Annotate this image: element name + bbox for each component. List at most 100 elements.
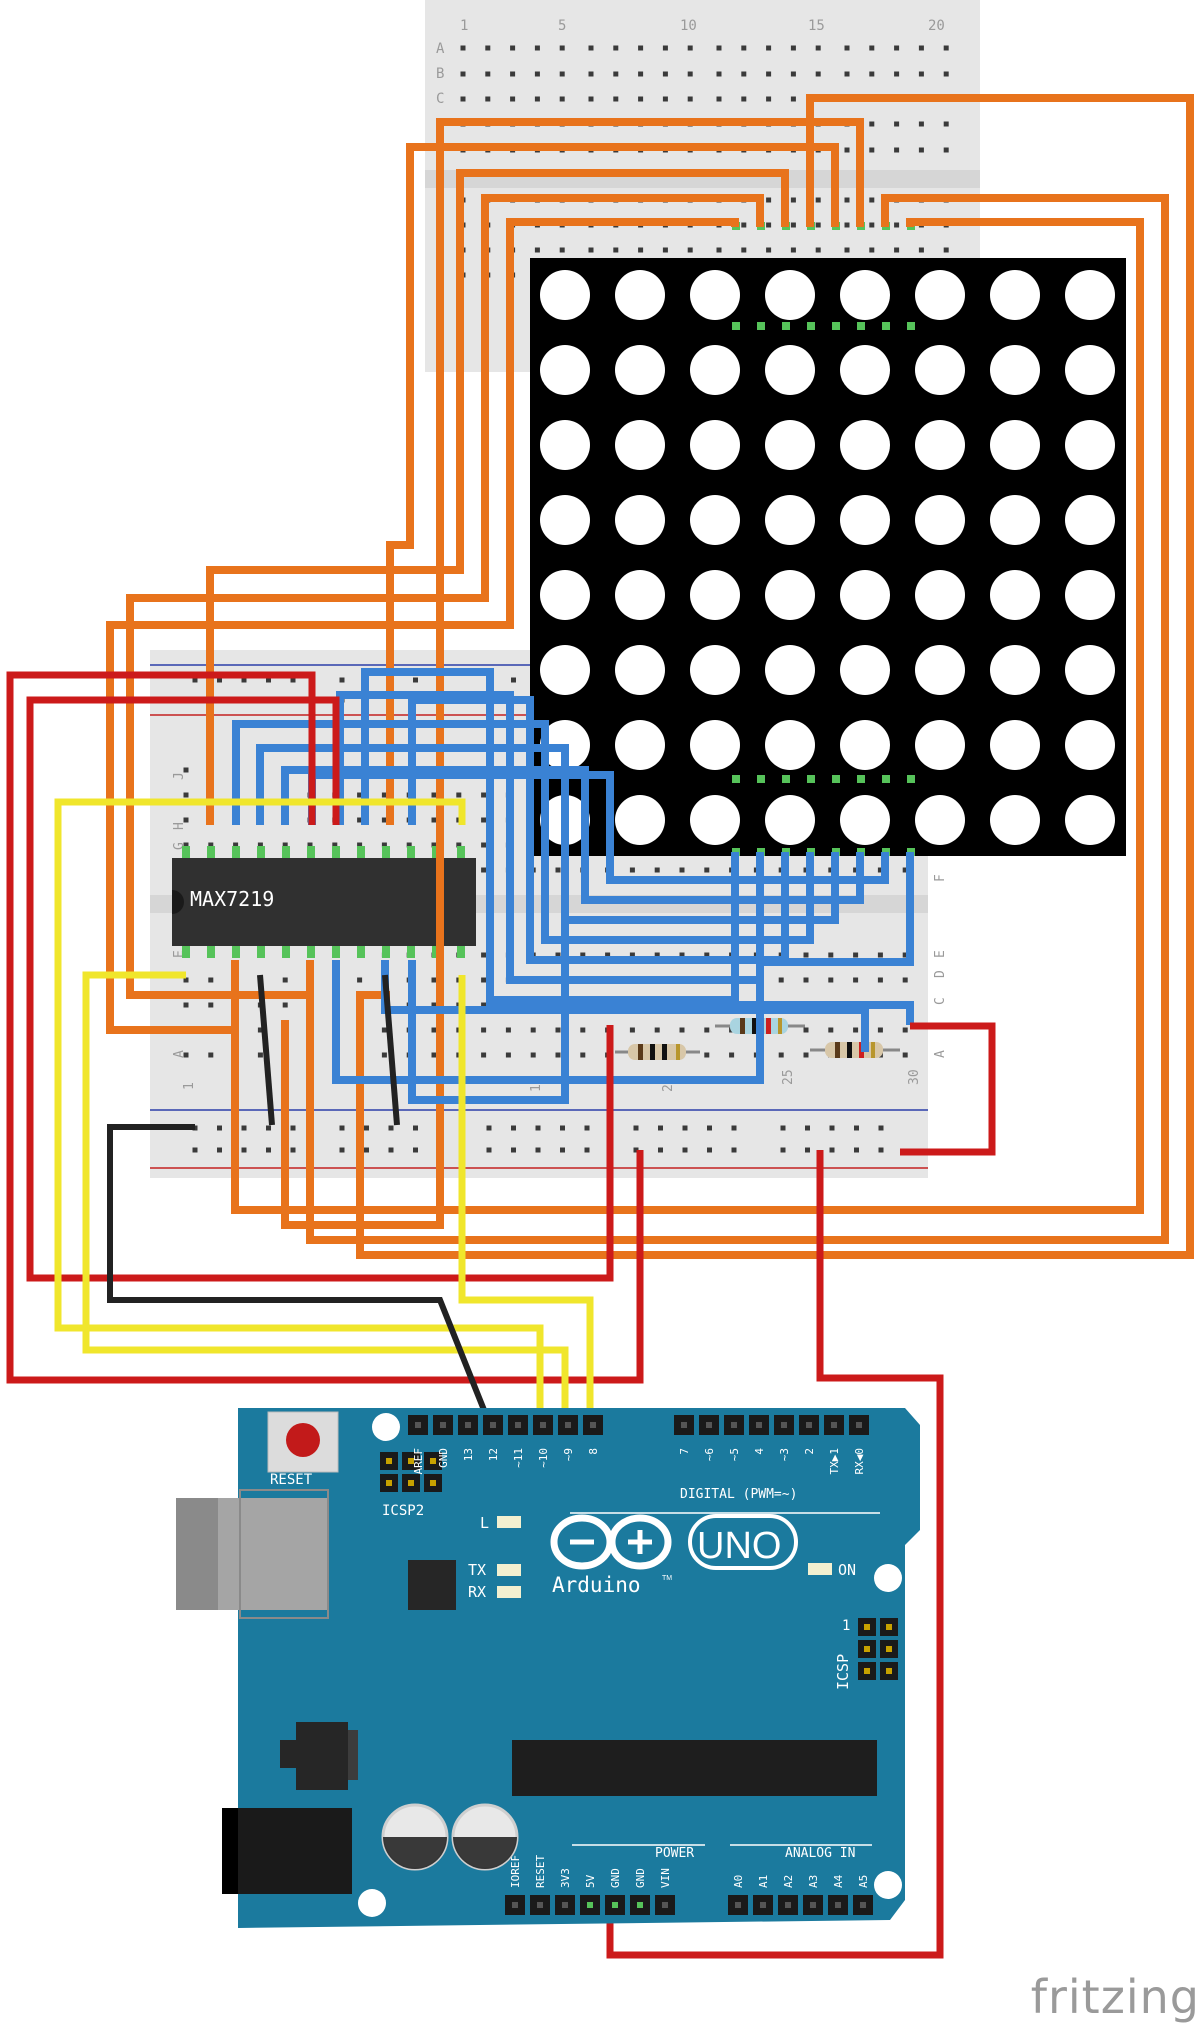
breadboard-hole	[406, 842, 412, 848]
rail-hole	[658, 1147, 663, 1153]
wire-orange	[231, 218, 1144, 1214]
breadboard-hole	[431, 1027, 437, 1033]
breadboard-hole	[555, 867, 561, 873]
max7219-chip: MAX7219	[172, 846, 476, 958]
logo-brand: Arduino	[552, 1573, 641, 1597]
header-hole	[637, 1902, 643, 1908]
led-dot	[540, 345, 590, 395]
breadboard-hole	[790, 222, 796, 228]
chip-pin	[307, 846, 315, 858]
led-dot	[990, 795, 1040, 845]
led-dot	[690, 645, 740, 695]
wire-red	[900, 1022, 996, 1156]
breadboard-hole	[877, 1027, 883, 1033]
chip-pin	[182, 946, 190, 958]
breadboard-hole	[902, 977, 908, 983]
breadboard-hole	[729, 1052, 735, 1058]
wire-blue	[281, 766, 864, 904]
rail-hole	[829, 1125, 835, 1131]
breadboard-hole	[357, 842, 363, 848]
header-hole	[590, 1422, 596, 1428]
wire-yellow	[458, 975, 594, 1430]
led-dot	[765, 345, 815, 395]
mount-hole	[874, 1564, 902, 1592]
breadboard-hole	[505, 1052, 511, 1058]
rail-hole	[241, 1147, 247, 1153]
chip-pin	[282, 946, 290, 958]
main-bb-colnum: 1	[182, 1082, 197, 1090]
rail-hole	[731, 1125, 737, 1131]
breadboard-hole	[555, 952, 561, 958]
power-pin-label: RESET	[534, 1855, 547, 1888]
breadboard-hole	[943, 147, 949, 153]
wire-orange	[106, 218, 739, 1034]
chip-pin	[232, 946, 240, 958]
rail-hole	[364, 1147, 369, 1153]
led-dot	[990, 270, 1040, 320]
rail-hole	[584, 1125, 590, 1131]
breadboard-hole	[853, 977, 859, 983]
header-hole	[860, 1902, 866, 1908]
breadboard-hole	[431, 1002, 437, 1008]
arduino-logo	[550, 1514, 798, 1570]
breadboard-hole	[918, 121, 924, 127]
breadboard-hole	[943, 247, 949, 253]
breadboard-hole	[431, 792, 437, 798]
breadboard-hole	[869, 222, 875, 228]
breadboard-hole	[431, 977, 437, 983]
icsp-pin-gold	[864, 1646, 870, 1652]
breadboard-hole	[894, 147, 900, 153]
led-dot	[690, 570, 740, 620]
header-hole	[735, 1902, 741, 1908]
breadboard-hole	[741, 222, 747, 228]
icsp-pin-gold	[864, 1668, 870, 1674]
header-hole	[785, 1902, 791, 1908]
breadboard-hole	[481, 1027, 487, 1033]
rail-hole	[413, 677, 418, 683]
digital-pin-label: ~3	[778, 1448, 791, 1461]
rail-hole	[486, 1147, 492, 1153]
breadboard-hole	[183, 977, 189, 983]
breadboard-hole	[460, 71, 466, 77]
breadboard-hole	[790, 45, 796, 51]
led-dot	[1065, 795, 1115, 845]
breadboard-hole	[662, 247, 668, 253]
rail-hole	[633, 1125, 639, 1131]
digital-pin-label: ~10	[537, 1448, 550, 1468]
reset-button[interactable]	[267, 1411, 339, 1473]
led-l	[497, 1516, 521, 1528]
header-hole	[810, 1902, 816, 1908]
breadboard-hole	[662, 45, 668, 51]
rail-hole	[511, 1125, 516, 1131]
capacitor	[451, 1803, 519, 1871]
breadboard-hole	[844, 147, 850, 153]
rail-hole	[805, 1147, 810, 1153]
breadboard-hole	[716, 71, 722, 77]
breadboard-hole	[481, 817, 487, 823]
breadboard-hole	[357, 817, 363, 823]
rail-hole	[388, 1125, 394, 1131]
breadboard-hole	[815, 71, 821, 77]
breadboard-hole	[902, 952, 908, 958]
led-on-label: ON	[838, 1561, 856, 1579]
led-dot	[690, 345, 740, 395]
led-dot	[765, 795, 815, 845]
led-dot	[990, 645, 1040, 695]
breadboard-hole	[741, 71, 747, 77]
breadboard-hole	[510, 45, 516, 51]
breadboard-hole	[943, 45, 949, 51]
led-dot	[765, 270, 815, 320]
header-hole	[831, 1422, 837, 1428]
icsp2-label: ICSP2	[382, 1503, 424, 1519]
analog-pin-label: A1	[757, 1875, 770, 1888]
breadboard-hole	[580, 1027, 586, 1033]
header-hole	[781, 1422, 787, 1428]
header-hole	[540, 1422, 546, 1428]
breadboard-hole	[357, 792, 363, 798]
rail-hole	[388, 1147, 394, 1153]
breadboard-hole	[534, 96, 540, 102]
rail-hole	[486, 1125, 492, 1131]
matrix-pin	[732, 775, 740, 783]
breadboard-hole	[654, 867, 660, 873]
